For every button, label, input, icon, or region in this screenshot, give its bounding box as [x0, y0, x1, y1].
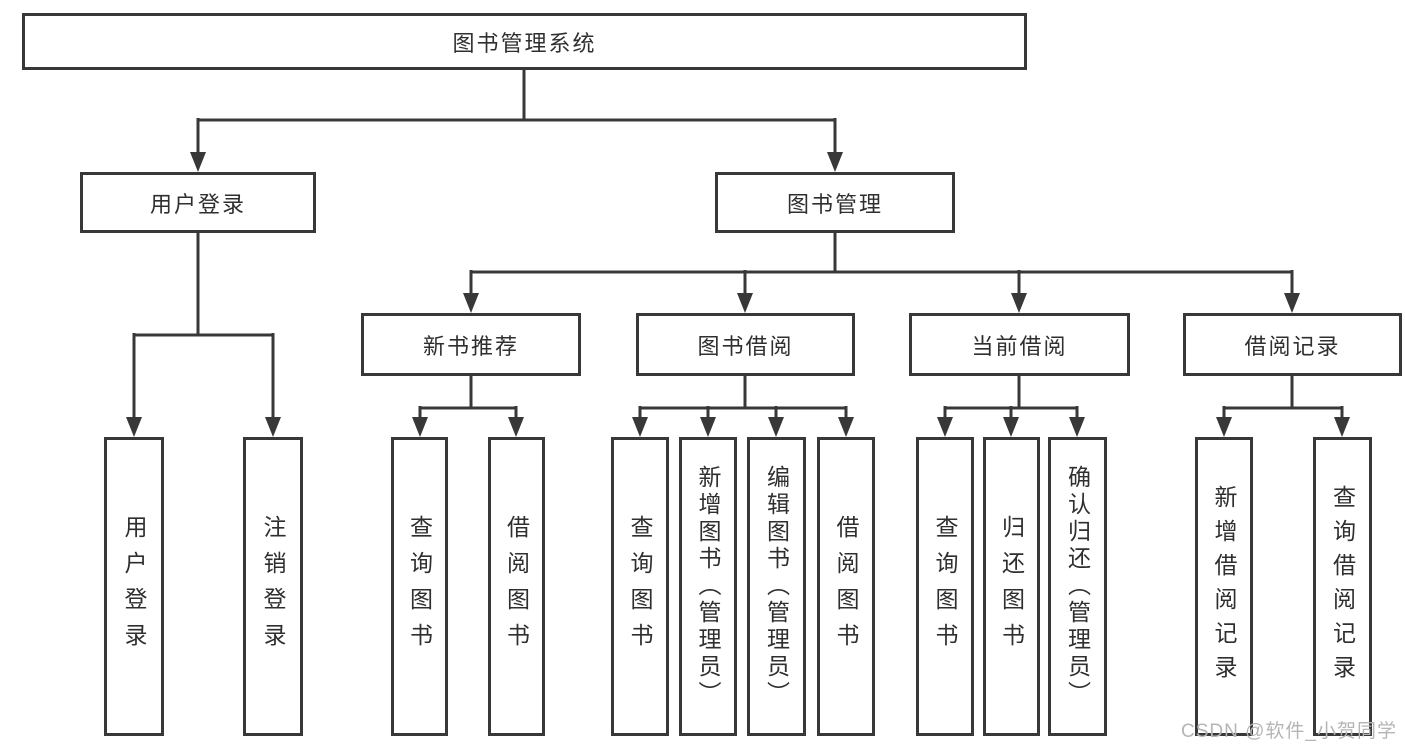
leaf-add-book-admin-label: 新增图书（管理员） — [695, 465, 721, 708]
node-current-borrow: 当前借阅 — [909, 313, 1130, 376]
leaf-query-book-borrow: 查询图书 — [611, 437, 669, 736]
leaf-edit-book-admin: 编辑图书（管理员） — [747, 437, 806, 736]
leaf-borrow-book: 借阅图书 — [817, 437, 875, 736]
leaf-logout-label: 注销登录 — [260, 514, 286, 659]
node-new-book-recommend-label: 新书推荐 — [422, 333, 519, 359]
leaf-query-book-recommend-label: 查询图书 — [406, 514, 433, 659]
node-root-system: 图书管理系统 — [22, 13, 1027, 70]
leaf-confirm-return-admin: 确认归还（管理员） — [1048, 437, 1107, 736]
node-borrow-record-label: 借阅记录 — [1244, 333, 1341, 359]
node-borrow-record: 借阅记录 — [1183, 313, 1402, 376]
node-book-management-label: 图书管理 — [786, 191, 883, 217]
node-root-label: 图书管理系统 — [452, 30, 597, 56]
leaf-query-book-borrow-label: 查询图书 — [627, 514, 653, 659]
leaf-return-book-label: 归还图书 — [998, 514, 1025, 659]
leaf-query-book-recommend: 查询图书 — [391, 437, 448, 736]
node-user-login: 用户登录 — [80, 172, 316, 233]
leaf-edit-book-admin-label: 编辑图书（管理员） — [763, 465, 790, 708]
leaf-add-borrow-record-label: 新增借阅记录 — [1211, 484, 1237, 689]
leaf-borrow-book-label: 借阅图书 — [833, 514, 859, 659]
leaf-borrow-book-recommend: 借阅图书 — [488, 437, 545, 736]
leaf-query-book-current: 查询图书 — [916, 437, 974, 736]
leaf-query-book-current-label: 查询图书 — [932, 514, 958, 659]
node-book-management: 图书管理 — [715, 172, 955, 233]
node-current-borrow-label: 当前借阅 — [971, 333, 1068, 359]
leaf-user-login: 用户登录 — [104, 437, 164, 736]
leaf-logout: 注销登录 — [243, 437, 303, 736]
leaf-return-book: 归还图书 — [983, 437, 1040, 736]
leaf-user-login-label: 用户登录 — [121, 514, 147, 659]
leaf-add-borrow-record: 新增借阅记录 — [1195, 437, 1253, 736]
node-book-borrow-label: 图书借阅 — [697, 333, 794, 359]
leaf-borrow-book-recommend-label: 借阅图书 — [503, 514, 530, 659]
node-user-login-label: 用户登录 — [149, 191, 246, 217]
node-new-book-recommend: 新书推荐 — [361, 313, 581, 376]
leaf-add-book-admin: 新增图书（管理员） — [679, 437, 737, 736]
node-book-borrow: 图书借阅 — [636, 313, 855, 376]
leaf-query-borrow-record: 查询借阅记录 — [1313, 437, 1372, 736]
leaf-confirm-return-admin-label: 确认归还（管理员） — [1064, 465, 1091, 708]
leaf-query-borrow-record-label: 查询借阅记录 — [1329, 484, 1356, 689]
